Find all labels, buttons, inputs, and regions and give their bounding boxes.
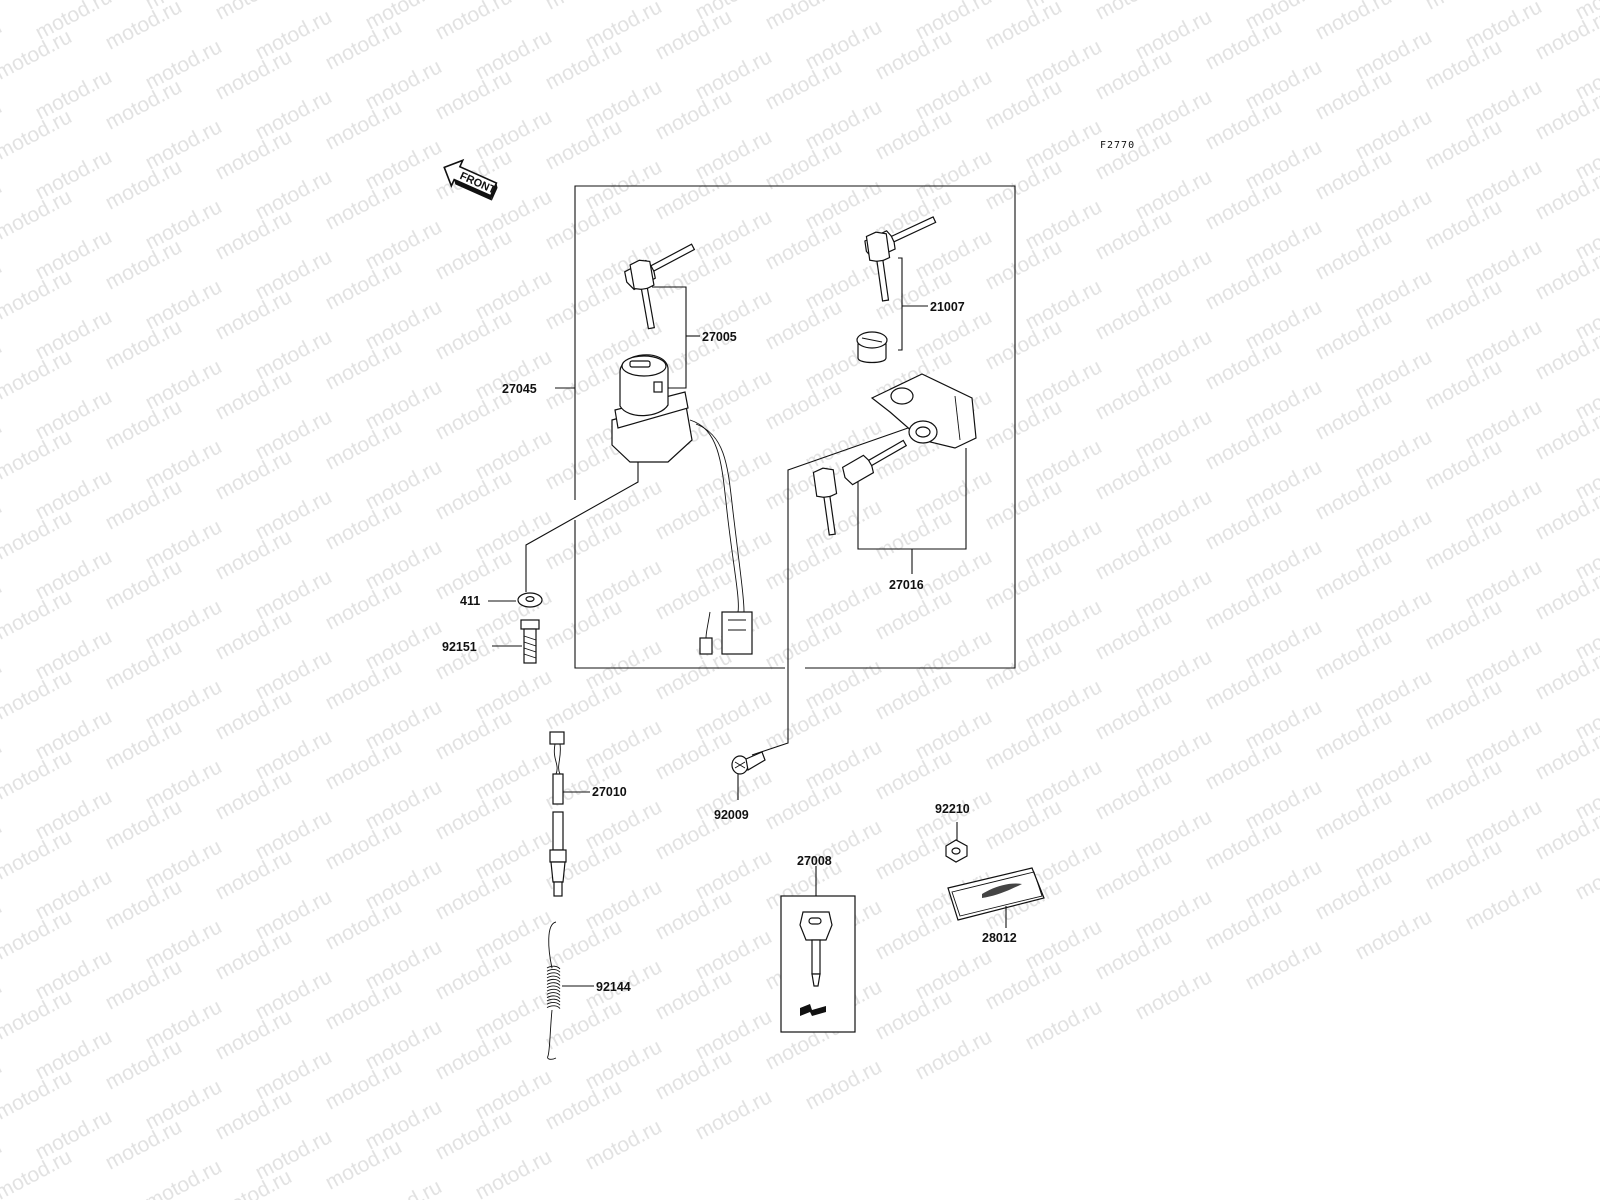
washer-411	[488, 592, 543, 608]
watermark-text: motod.ru	[692, 1085, 776, 1144]
spring-coil	[546, 998, 561, 1003]
watermark-text: motod.ru	[1312, 0, 1396, 44]
leader-switch-washer	[525, 462, 639, 592]
screw-92009	[731, 751, 766, 800]
watermark-text: motod.ru	[1462, 875, 1546, 934]
watermark-text: motod.ru	[0, 0, 76, 4]
emblem-28012	[947, 867, 1045, 928]
spring-coil	[546, 988, 561, 993]
watermark-text: motod.ru	[102, 0, 186, 54]
watermark-text: motod.ru	[212, 1165, 296, 1200]
spring-coil	[546, 1002, 561, 1006]
key-pair-27016	[812, 439, 908, 536]
key-pair-21007	[864, 216, 937, 302]
spring-coil	[546, 972, 561, 976]
label-27008: 27008	[797, 854, 832, 868]
label-27005: 27005	[702, 330, 737, 344]
spring-coil	[546, 975, 561, 980]
label-92009: 92009	[714, 808, 749, 822]
watermark-text: motod.ru	[1352, 905, 1436, 964]
spring-coil	[546, 995, 561, 999]
watermark-text: motod.ru	[212, 0, 296, 24]
label-27016: 27016	[889, 578, 924, 592]
watermark-text: motod.ru	[762, 0, 846, 34]
watermark-text: motod.ru	[872, 0, 956, 4]
diagram-code: F2770	[1100, 140, 1135, 151]
label-92144: 92144	[596, 980, 631, 994]
spring-92144	[546, 921, 594, 1060]
label-92151: 92151	[442, 640, 477, 654]
leader-21007	[898, 257, 903, 351]
watermark-text: motod.ru	[1092, 0, 1176, 24]
kit-frame	[555, 185, 1016, 669]
watermark-text: motod.ru	[1132, 965, 1216, 1024]
watermark-text: motod.ru	[802, 1055, 886, 1114]
watermark-text: motod.ru	[542, 0, 626, 14]
watermark-text: motod.ru	[1242, 935, 1326, 994]
ignition-switch	[611, 354, 753, 655]
spring-coil	[546, 969, 561, 973]
watermark-text: motod.ru	[582, 1115, 666, 1174]
nut-92210	[945, 822, 968, 863]
bolt-92151	[492, 619, 540, 664]
label-411: 411	[460, 594, 480, 608]
watermark-text: motod.ru	[912, 1025, 996, 1084]
switch-27010	[549, 731, 590, 897]
watermark-text: motod.ru	[982, 0, 1066, 54]
label-21007: 21007	[930, 300, 965, 314]
spring-coil	[546, 1005, 561, 1009]
spring-coil	[546, 965, 561, 970]
key-blank-27008	[780, 866, 856, 1033]
label-27010: 27010	[592, 785, 627, 799]
spring-coil	[546, 982, 561, 986]
key-pair-27005	[624, 243, 700, 389]
watermark-text: motod.ru	[142, 1155, 226, 1200]
leader-bracket-screw	[751, 427, 909, 756]
label-28012: 28012	[982, 931, 1017, 945]
spring-coil	[546, 985, 561, 990]
watermark-text: motod.ru	[362, 1175, 446, 1200]
watermark-text: motod.ru	[432, 0, 516, 44]
lock-cylinder-21007	[856, 331, 888, 364]
spring-coil	[546, 992, 561, 996]
seat-lock-27016	[870, 373, 977, 449]
label-92210: 92210	[935, 802, 970, 816]
watermark-text: motod.ru	[1422, 0, 1506, 14]
watermark-text: motod.ru	[1572, 845, 1600, 904]
spring-coil	[546, 978, 561, 983]
watermark-text: motod.ru	[472, 1145, 556, 1200]
watermark-text: motod.ru	[1022, 995, 1106, 1054]
label-27045: 27045	[502, 382, 537, 396]
